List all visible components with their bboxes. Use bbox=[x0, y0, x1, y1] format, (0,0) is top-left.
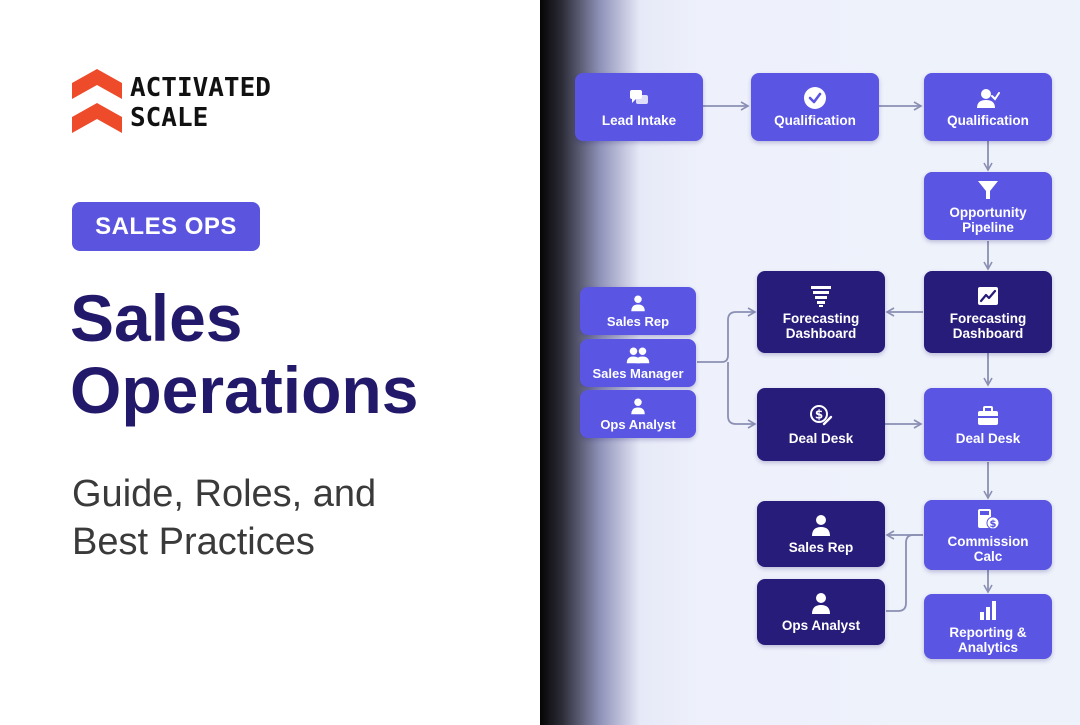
check-circle-icon bbox=[803, 86, 827, 110]
title-line-1: Sales bbox=[70, 281, 243, 355]
node-label-line-1: Forecasting bbox=[949, 310, 1027, 326]
node-label-line-1: Opportunity bbox=[949, 204, 1027, 220]
node-label: Ops Analyst bbox=[781, 618, 861, 633]
node-sales-rep-bottom[interactable]: Sales Rep bbox=[757, 501, 885, 567]
connector-commission-to-opsanalyst bbox=[886, 534, 923, 612]
dollar-pen-icon: $ bbox=[809, 404, 833, 428]
title-line-2: Operations bbox=[70, 353, 419, 427]
node-qualification-1[interactable]: Qualification bbox=[751, 73, 879, 141]
node-deal-desk-left[interactable]: $ Deal Desk bbox=[757, 388, 885, 461]
node-opportunity-pipeline[interactable]: Opportunity Pipeline bbox=[924, 172, 1052, 240]
node-label-line-2: Analytics bbox=[957, 640, 1019, 655]
node-forecasting-dashboard-right[interactable]: Forecasting Dashboard bbox=[924, 271, 1052, 353]
user-icon bbox=[809, 591, 833, 615]
node-label-line-1: Reporting & bbox=[949, 625, 1027, 640]
node-label-line-2: Pipeline bbox=[962, 219, 1014, 235]
brand-line-1: ACTIVATED bbox=[130, 73, 271, 103]
node-label: Deal Desk bbox=[955, 430, 1021, 446]
node-label: Sales Rep bbox=[788, 540, 854, 555]
node-label: Qualification bbox=[774, 113, 856, 128]
user-icon bbox=[629, 294, 647, 312]
bar-chart-icon bbox=[976, 598, 1000, 622]
node-label-line-2: Dashboard bbox=[785, 325, 857, 341]
connector-roles-to-forecast bbox=[697, 307, 757, 363]
category-badge: SALES OPS bbox=[72, 202, 260, 251]
trend-chart-icon bbox=[976, 284, 1000, 308]
node-label: Sales Manager bbox=[592, 365, 684, 381]
node-label-line-2: Dashboard bbox=[952, 325, 1024, 341]
node-qualification-2[interactable]: Qualification bbox=[924, 73, 1052, 141]
left-panel: ACTIVATED SCALE SALES OPS Sales Operatio… bbox=[70, 69, 419, 566]
node-label-line-1: Forecasting bbox=[782, 310, 860, 326]
node-label: Lead Intake bbox=[601, 113, 677, 128]
user-check-icon bbox=[976, 86, 1000, 110]
user-icon bbox=[629, 397, 647, 415]
node-commission-calc[interactable]: $ Commission Calc bbox=[924, 500, 1052, 570]
page-subtitle: Guide, Roles, and Best Practices bbox=[72, 470, 376, 566]
user-icon bbox=[809, 513, 833, 537]
svg-text:$: $ bbox=[815, 407, 823, 421]
connector-roles-to-dealdesk bbox=[727, 362, 757, 429]
chat-icon bbox=[627, 86, 651, 110]
briefcase-icon bbox=[976, 404, 1000, 428]
chevron-logo-icon bbox=[72, 69, 122, 133]
subtitle-line-1: Guide, Roles, and bbox=[72, 473, 377, 515]
node-label: Sales Rep bbox=[606, 313, 670, 329]
users-icon bbox=[625, 346, 651, 364]
node-ops-analyst-bottom[interactable]: Ops Analyst bbox=[757, 579, 885, 645]
node-label-line-1: Commission bbox=[947, 533, 1029, 549]
node-label: Ops Analyst bbox=[600, 416, 676, 432]
node-role-sales-manager[interactable]: Sales Manager bbox=[580, 339, 696, 387]
subtitle-line-2: Best Practices bbox=[72, 521, 315, 563]
node-label-line-2: Calc bbox=[973, 548, 1003, 564]
node-label: Deal Desk bbox=[788, 430, 854, 446]
page-title: Sales Operations bbox=[70, 282, 418, 426]
funnel-stack-icon bbox=[809, 284, 833, 308]
brand-logo[interactable]: ACTIVATED SCALE bbox=[72, 69, 312, 135]
node-label: Qualification bbox=[947, 113, 1029, 128]
svg-text:$: $ bbox=[990, 519, 997, 530]
node-reporting-analytics[interactable]: Reporting & Analytics bbox=[924, 594, 1052, 659]
node-deal-desk-right[interactable]: Deal Desk bbox=[924, 388, 1052, 461]
calculator-dollar-icon: $ bbox=[976, 507, 1000, 531]
node-role-ops-analyst[interactable]: Ops Analyst bbox=[580, 390, 696, 438]
funnel-icon bbox=[976, 178, 1000, 202]
node-lead-intake[interactable]: Lead Intake bbox=[575, 73, 703, 141]
brand-wordmark: ACTIVATED SCALE bbox=[130, 73, 271, 133]
node-forecasting-dashboard-left[interactable]: Forecasting Dashboard bbox=[757, 271, 885, 353]
brand-line-2: SCALE bbox=[130, 103, 209, 133]
node-role-sales-rep[interactable]: Sales Rep bbox=[580, 287, 696, 335]
